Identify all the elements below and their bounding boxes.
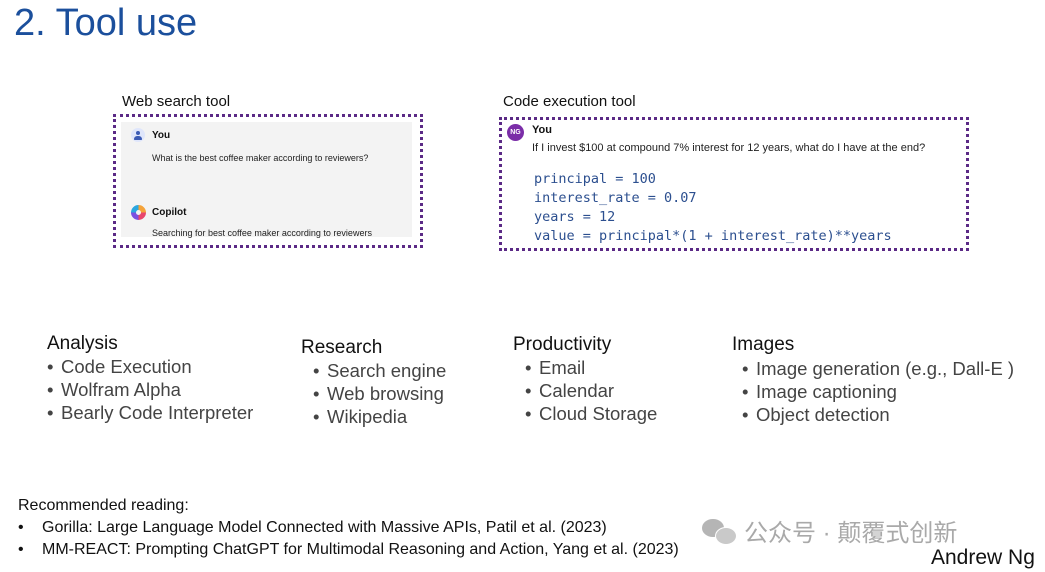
bot-name: Copilot <box>152 207 187 218</box>
wechat-icon <box>702 517 737 545</box>
category-item: Cloud Storage <box>513 403 657 425</box>
reading-item-text: MM-REACT: Prompting ChatGPT for Multimod… <box>42 541 679 558</box>
copilot-logo-icon <box>131 205 146 220</box>
category-heading: Images <box>732 334 795 355</box>
watermark-text: 公众号 · 颠覆式创新 <box>744 520 958 547</box>
reading-item: • Gorilla: Large Language Model Connected… <box>18 519 607 537</box>
user-name: You <box>532 124 552 136</box>
category-research: Research Search engine Web browsing Wiki… <box>301 337 446 428</box>
chat-window: You What is the best coffee maker accord… <box>121 122 412 238</box>
category-item: Image generation (e.g., Dall-E ) <box>732 358 1014 380</box>
web-search-tool-panel: You What is the best coffee maker accord… <box>113 114 423 248</box>
category-productivity: Productivity Email Calendar Cloud Storag… <box>513 334 657 425</box>
user-message: What is the best coffee maker according … <box>152 153 369 163</box>
category-item: Email <box>513 357 657 379</box>
reading-item: • MM-REACT: Prompting ChatGPT for Multimo… <box>18 541 679 559</box>
reading-item-text: Gorilla: Large Language Model Connected … <box>42 519 607 536</box>
category-images: Images Image generation (e.g., Dall-E ) … <box>732 334 1014 426</box>
category-item: Wikipedia <box>301 406 446 428</box>
web-search-tool-label: Web search tool <box>122 93 231 110</box>
code-line: years = 12 <box>534 209 616 225</box>
user-avatar-icon <box>131 128 145 142</box>
code-block: principal = 100 interest_rate = 0.07 yea… <box>534 171 892 247</box>
watermark: 公众号 · 颠覆式创新 <box>702 513 957 548</box>
category-analysis: Analysis Code Execution Wolfram Alpha Be… <box>47 333 253 424</box>
category-heading: Analysis <box>47 333 118 354</box>
bullet: • <box>18 541 24 558</box>
category-item: Object detection <box>732 404 1014 426</box>
code-line: principal = 100 <box>534 171 656 187</box>
category-heading: Productivity <box>513 334 612 355</box>
category-item: Bearly Code Interpreter <box>47 402 253 424</box>
category-heading: Research <box>301 337 383 358</box>
user-name: You <box>152 130 171 141</box>
bot-message: Searching for best coffee maker accordin… <box>152 228 372 238</box>
category-item: Image captioning <box>732 381 1014 403</box>
user-message: If I invest $100 at compound 7% interest… <box>532 142 926 154</box>
code-execution-tool-label: Code execution tool <box>503 93 636 110</box>
recommended-reading-heading: Recommended reading: <box>18 497 189 514</box>
category-item: Search engine <box>301 360 446 382</box>
code-line: interest_rate = 0.07 <box>534 190 697 206</box>
author-name: Andrew Ng <box>931 546 1035 569</box>
code-line: value = principal*(1 + interest_rate)**y… <box>534 228 892 244</box>
code-execution-tool-panel: NG You If I invest $100 at compound 7% i… <box>499 117 969 251</box>
user-avatar: NG <box>507 124 524 141</box>
category-item: Calendar <box>513 380 657 402</box>
slide-title: 2. Tool use <box>14 2 198 44</box>
category-item: Code Execution <box>47 356 253 378</box>
category-item: Web browsing <box>301 383 446 405</box>
bullet: • <box>18 519 24 536</box>
category-item: Wolfram Alpha <box>47 379 253 401</box>
